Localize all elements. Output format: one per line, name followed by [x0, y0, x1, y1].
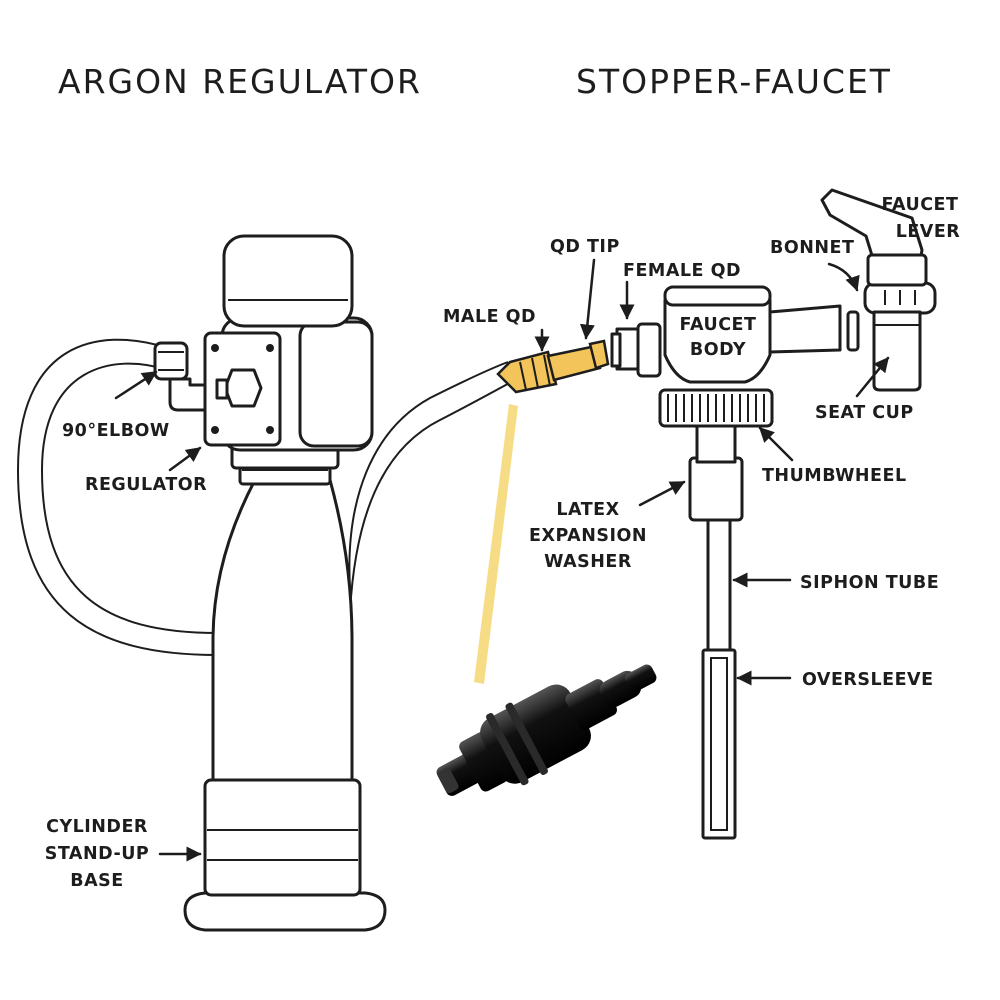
- label-faucet-body-line-2: BODY: [690, 340, 746, 360]
- label-cylinder-line-1: CYLINDER: [46, 817, 148, 837]
- argon-cylinder: [211, 478, 354, 792]
- label-latex-line-3: WASHER: [544, 552, 632, 572]
- label-faucet-lever-line-2: LEVER: [896, 222, 961, 242]
- qd-tip: [588, 339, 610, 370]
- label-female-qd: FEMALE QD: [623, 261, 741, 281]
- label-faucet-lever-line-1: FAUCET: [882, 195, 959, 215]
- label-qd-tip: QD TIP: [550, 237, 620, 257]
- label-cylinder-line-3: BASE: [70, 871, 123, 891]
- oversleeve: [701, 648, 737, 840]
- thumbwheel: [658, 388, 774, 428]
- label-male-qd: MALE QD: [443, 307, 536, 327]
- label-latex-line-2: EXPANSION: [529, 526, 647, 546]
- latex-expansion-washer: [688, 456, 744, 522]
- faucet-spout: [768, 304, 842, 354]
- ninety-degree-elbow: [153, 341, 207, 412]
- label-faucet-body-line-1: FAUCET: [680, 315, 757, 335]
- label-latex-line-1: LATEX: [556, 500, 619, 520]
- highlight-beam: [474, 404, 518, 684]
- gas-hose: [16, 338, 516, 656]
- argon-regulator-assembly: [16, 234, 657, 932]
- label-regulator: REGULATOR: [85, 475, 207, 495]
- label-seat-cup: SEAT CUP: [815, 403, 914, 423]
- male-qd-fitting: [496, 339, 610, 394]
- label-90-elbow: 90°ELBOW: [62, 421, 170, 441]
- title-stopper-faucet: STOPPER-FAUCET: [576, 62, 892, 101]
- seat-cup: [872, 310, 922, 392]
- regulator-body: [203, 234, 374, 470]
- label-siphon-tube: SIPHON TUBE: [800, 573, 939, 593]
- female-qd: [610, 322, 662, 378]
- leader-arrows: [114, 258, 890, 862]
- label-cylinder-line-2: STAND-UP: [45, 844, 150, 864]
- bonnet: [846, 281, 937, 352]
- faucet-body: [663, 298, 772, 384]
- title-argon-regulator: ARGON REGULATOR: [58, 62, 422, 101]
- label-bonnet: BONNET: [770, 238, 854, 258]
- cylinder-stand-up-base: [183, 778, 387, 932]
- male-qd-photo: [436, 664, 657, 796]
- stopper-faucet-assembly: [610, 188, 937, 840]
- label-oversleeve: OVERSLEEVE: [802, 670, 934, 690]
- stopper-stem: [695, 422, 737, 464]
- label-thumbwheel: THUMBWHEEL: [762, 466, 907, 486]
